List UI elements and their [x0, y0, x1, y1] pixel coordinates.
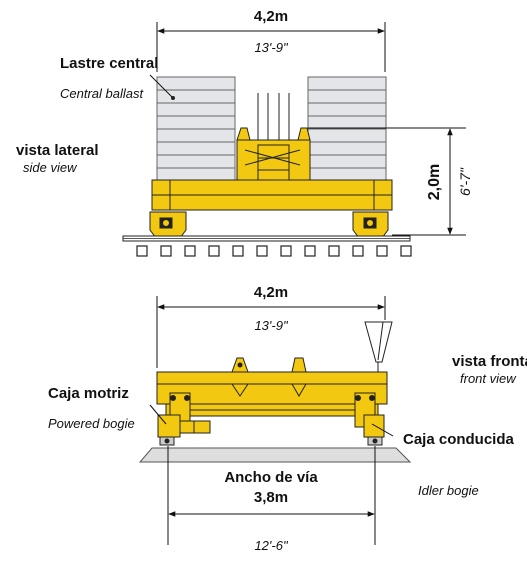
side-view-label-en: side view	[23, 160, 78, 175]
side-bogie-right	[352, 211, 389, 239]
idler-label-en: Idler bogie	[418, 483, 479, 498]
side-width-m: 4,2m	[254, 8, 288, 25]
side-view-label: vista lateral	[16, 142, 99, 159]
ballast-right	[307, 76, 387, 182]
side-height-m: 2,0m	[426, 164, 443, 200]
side-width-ft: 13'-9"	[254, 40, 289, 55]
front-lifting-lugs	[231, 357, 307, 373]
front-view-label: vista frontal	[452, 353, 527, 370]
gauge-m: 3,8m	[254, 489, 288, 506]
rail	[122, 235, 411, 242]
front-hopper	[364, 321, 393, 372]
front-view: 4,2m 13'-9"	[48, 284, 527, 553]
powered-label-en: Powered bogie	[48, 416, 135, 431]
ballast-label-en: Central ballast	[60, 86, 144, 101]
ballast-leader-line	[149, 74, 173, 98]
side-height-dimension	[308, 127, 466, 236]
idler-leader-line	[371, 423, 394, 437]
powered-label: Caja motriz	[48, 385, 129, 402]
side-width-dimension	[156, 22, 386, 72]
front-main-beam	[156, 371, 388, 428]
gauge-dimension	[167, 446, 376, 545]
side-view: 4,2m 13'-9"	[16, 8, 473, 257]
front-width-m: 4,2m	[254, 284, 288, 301]
side-bogie-left	[149, 211, 187, 239]
ballast-left	[156, 76, 236, 182]
ballast-label: Lastre central	[60, 55, 158, 72]
side-main-beam	[151, 179, 393, 211]
idler-bogie	[363, 414, 385, 446]
front-width-ft: 13'-9"	[254, 318, 289, 333]
front-width-dimension	[156, 296, 386, 368]
idler-label: Caja conducida	[403, 431, 515, 448]
powered-leader-line	[149, 404, 167, 425]
side-height-ft: 6'-7"	[457, 167, 473, 196]
front-view-label-en: front view	[460, 371, 517, 386]
sleepers	[136, 245, 412, 257]
gauge-label: Ancho de vía	[224, 469, 318, 486]
gauge-ft: 12'-6"	[254, 538, 289, 553]
ground-platform	[138, 447, 412, 463]
